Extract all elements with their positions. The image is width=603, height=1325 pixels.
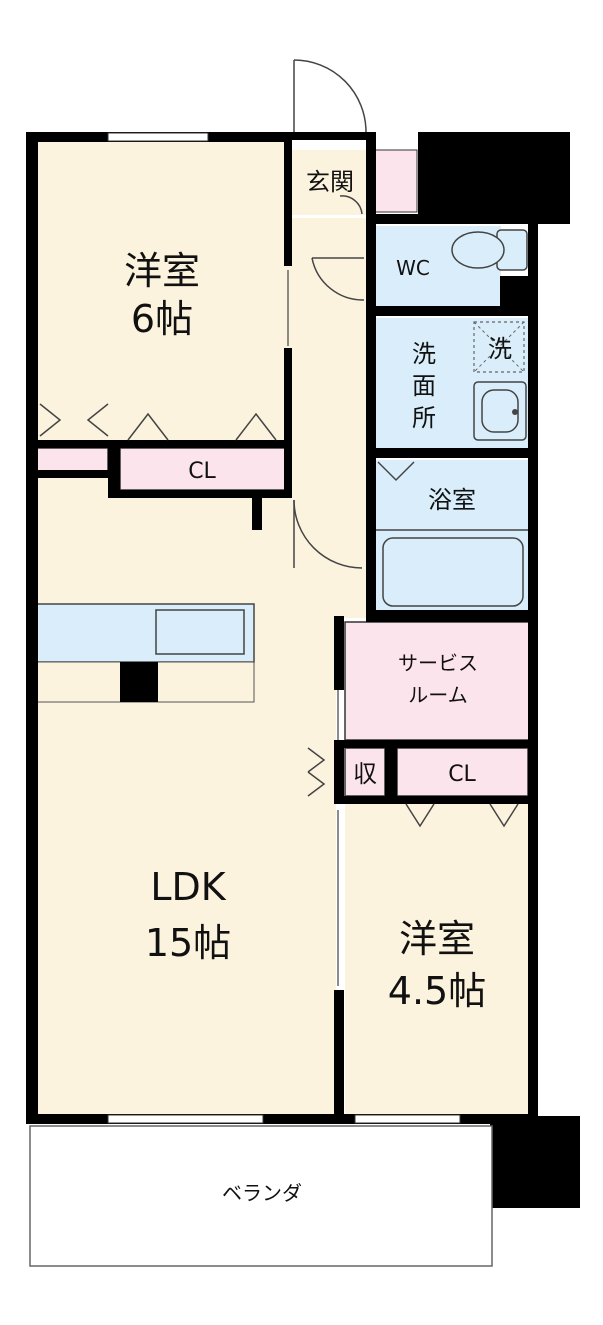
western-room-1-size: 6帖 — [131, 297, 193, 341]
western-room-1-floor — [36, 140, 288, 440]
service-room-label-2: ルーム — [408, 683, 467, 707]
windows — [107, 132, 461, 1124]
bathtub — [382, 537, 524, 607]
washbasin-icon — [473, 381, 527, 441]
shoe-box — [371, 149, 418, 213]
closet-1-label: CL — [188, 459, 216, 484]
washroom-label-1: 洗 — [412, 340, 436, 368]
washroom-label-2: 面 — [412, 372, 436, 400]
entrance-label: 玄関 — [306, 168, 354, 196]
doors — [39, 59, 519, 828]
washer-space — [473, 321, 525, 373]
walls — [26, 132, 580, 1208]
closet-1-left-strip — [35, 447, 109, 473]
sliding-doors — [287, 270, 339, 986]
western-room-1-name: 洋室 — [124, 249, 200, 293]
ldk-size: 15帖 — [145, 921, 231, 965]
washroom-label-3: 所 — [412, 404, 436, 432]
floor-fills — [36, 140, 530, 1114]
ldk-floor — [36, 478, 336, 1114]
veranda-label: ベランダ — [222, 1181, 302, 1205]
wc-label: WC — [396, 256, 430, 280]
veranda-area — [29, 1125, 493, 1267]
service-room-label-1: サービス — [398, 651, 478, 675]
ldk-name: LDK — [150, 865, 226, 909]
toilet-icon — [451, 229, 528, 271]
western-room-2-size: 4.5帖 — [388, 969, 486, 1013]
sink-icon — [155, 609, 245, 655]
closet-2-label: CL — [448, 762, 476, 787]
bath-door-mark — [377, 461, 415, 482]
bathroom-label: 浴室 — [428, 486, 476, 514]
room-labels: 洋室 6帖 CL 玄関 WC 洗 面 所 洗 浴室 サービス ルーム 収 CL … — [124, 168, 512, 1205]
western-room-2-floor — [345, 802, 530, 1114]
kitchen-counter — [35, 603, 255, 703]
storage-label: 収 — [353, 760, 377, 788]
service-room-floor — [344, 621, 531, 741]
western-room-2-name: 洋室 — [399, 917, 475, 961]
kitchen-pillar — [120, 662, 158, 702]
washer-label: 洗 — [488, 335, 512, 363]
wet-areas — [376, 226, 528, 612]
